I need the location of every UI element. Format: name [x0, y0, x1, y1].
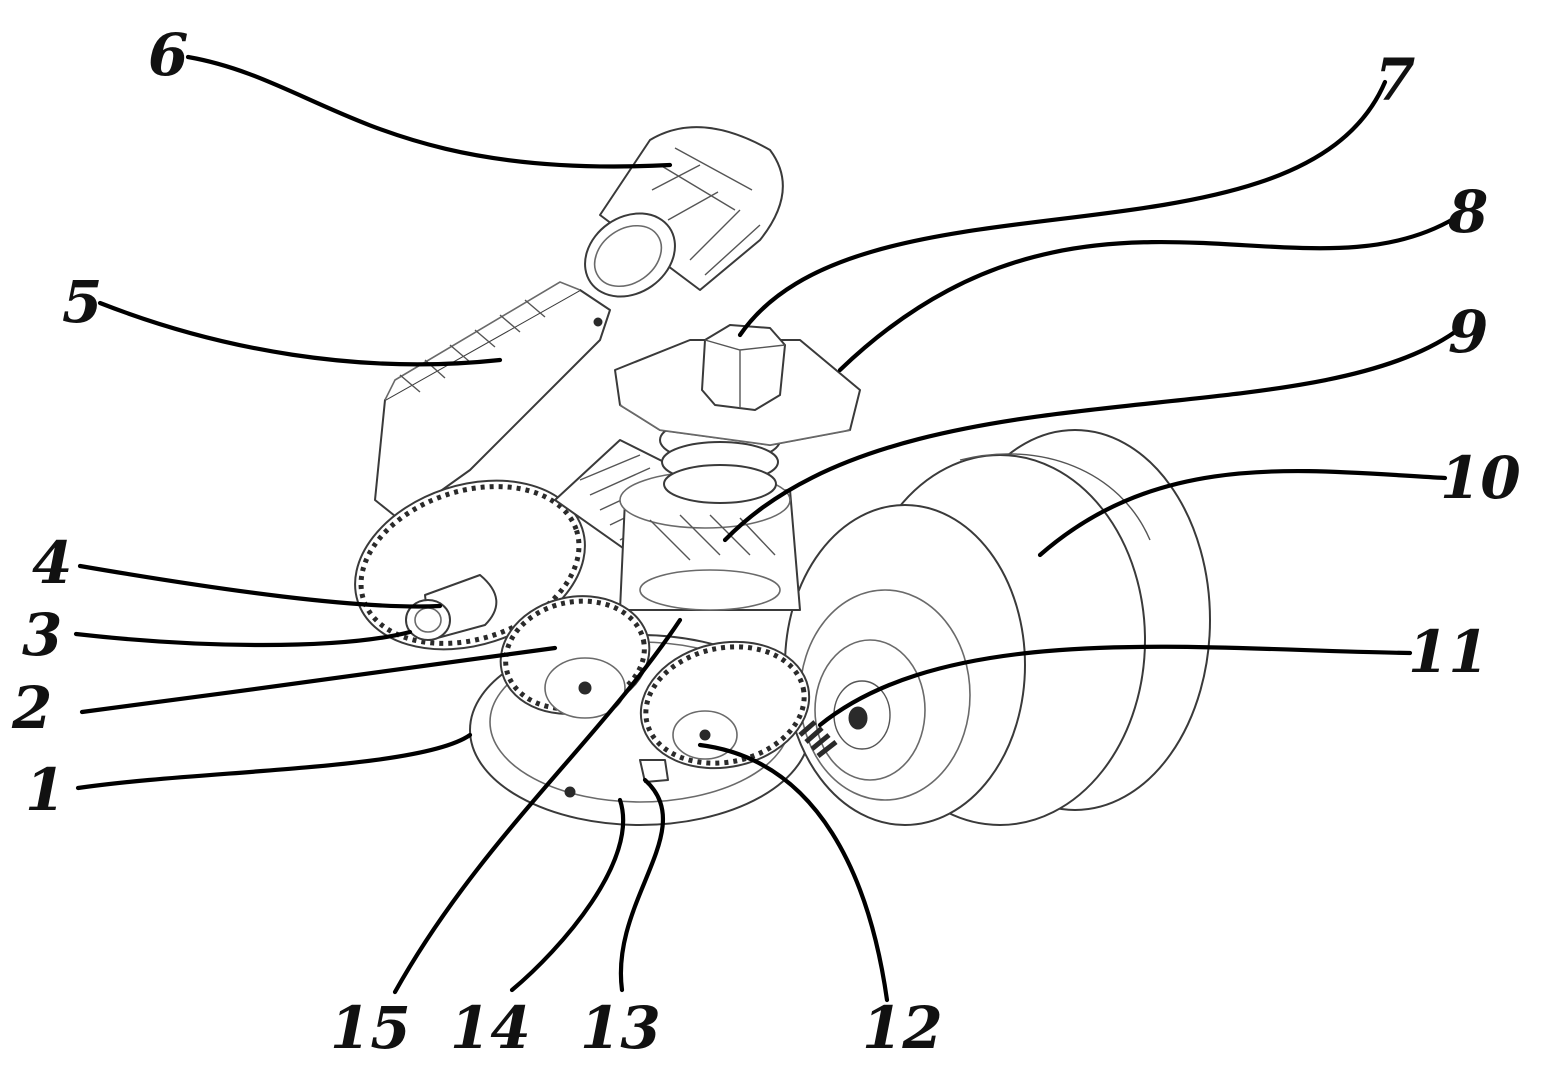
leader-12 [697, 742, 890, 1003]
leader-1 [75, 732, 473, 791]
leader-11 [817, 644, 1413, 728]
leader-8 [837, 215, 1458, 373]
leader-15 [392, 617, 683, 995]
callout-labels: 1 2 3 4 5 6 7 8 9 10 11 12 13 14 15 [11, 21, 1521, 1062]
callout-12: 12 [862, 994, 943, 1062]
leader-13 [618, 777, 666, 993]
callout-1: 1 [25, 756, 65, 824]
rack-bracket [374, 281, 611, 521]
leader-2 [79, 645, 558, 715]
leader-3 [73, 629, 413, 648]
callout-13: 13 [580, 994, 661, 1062]
locking-pin [639, 759, 669, 783]
leader-4 [77, 563, 443, 609]
callout-2: 2 [11, 674, 52, 742]
front-gear [499, 595, 651, 719]
mechanism-drawing [354, 126, 1211, 826]
callout-5: 5 [62, 268, 102, 336]
callout-3: 3 [22, 601, 62, 669]
leader-6 [185, 54, 673, 169]
callout-10: 10 [1440, 444, 1521, 512]
motor [584, 126, 784, 298]
callout-7: 7 [1375, 46, 1415, 114]
callout-15: 15 [330, 994, 411, 1062]
callout-14: 14 [450, 994, 531, 1062]
hex-nut [701, 324, 786, 411]
roller-wheel [784, 429, 1211, 826]
callout-11: 11 [1408, 618, 1489, 686]
pinion-shaft [405, 574, 498, 641]
shaft-spring [798, 720, 838, 758]
leader-10 [1037, 468, 1448, 558]
intermediate-gear [639, 640, 811, 770]
leader-5 [97, 300, 503, 367]
callout-8: 8 [1447, 178, 1488, 246]
callout-9: 9 [1448, 298, 1488, 366]
callout-4: 4 [32, 529, 72, 597]
leader-9 [722, 329, 1458, 543]
leader-14 [509, 797, 626, 993]
leader-lines [73, 54, 1458, 1003]
leader-7 [737, 79, 1388, 338]
callout-6: 6 [148, 21, 188, 89]
